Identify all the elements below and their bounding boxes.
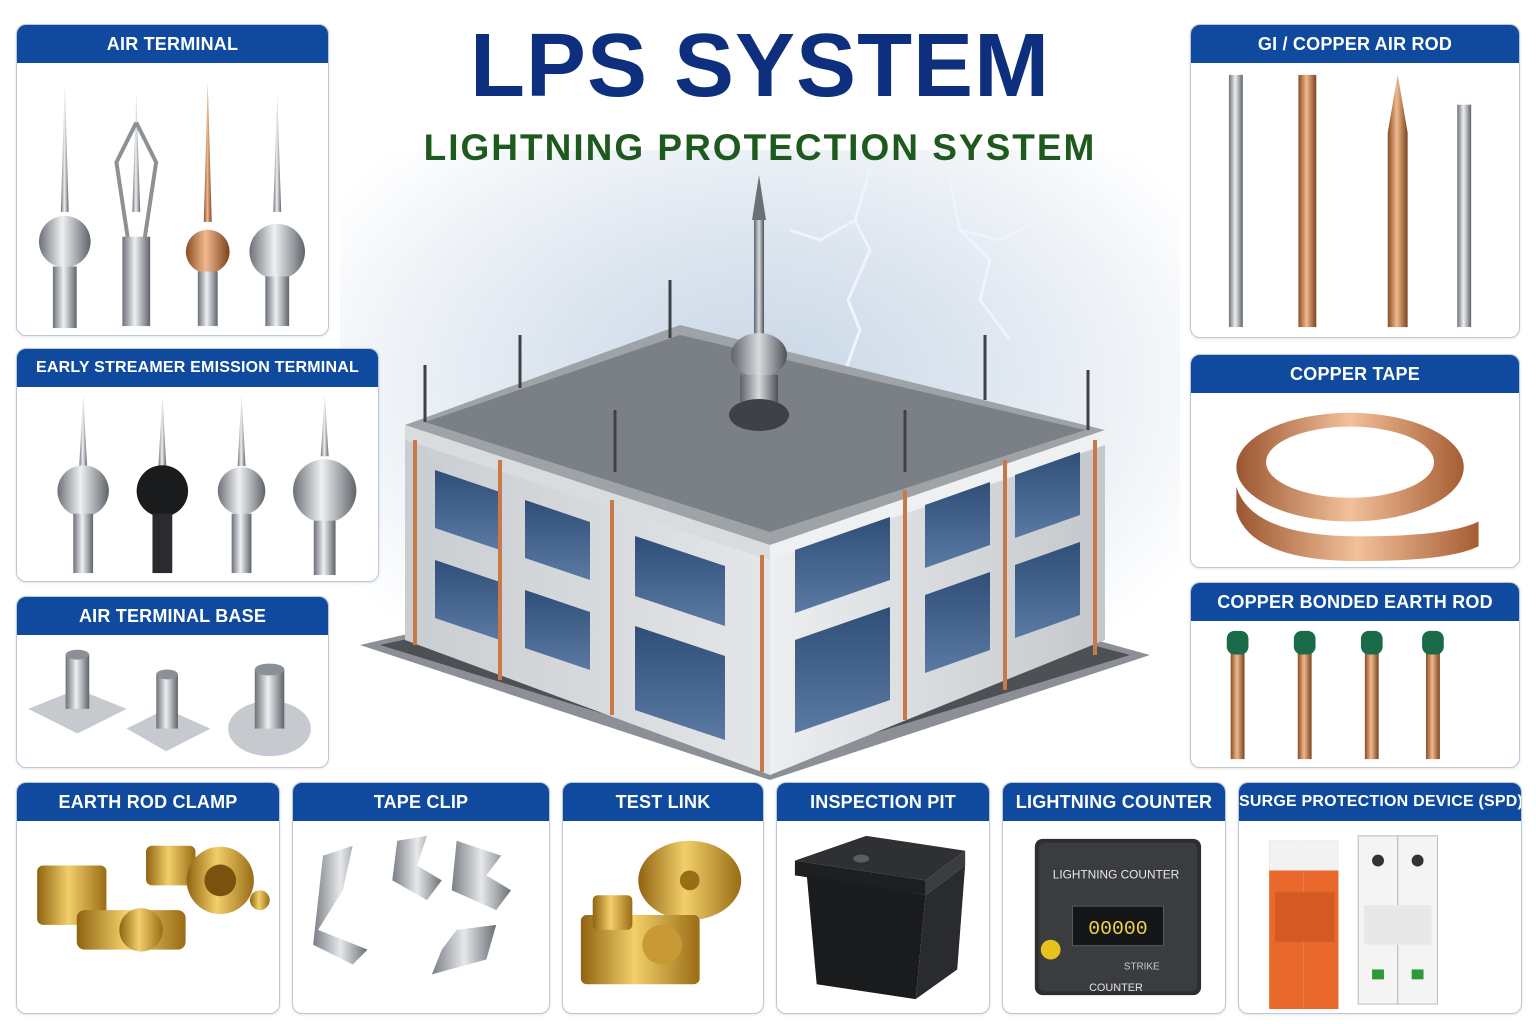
air-terminal-image <box>17 63 328 335</box>
panel-gi-copper-air-rod: GI / COPPER AIR ROD <box>1190 24 1520 338</box>
panel-air-terminal-base: AIR TERMINAL BASE <box>16 596 329 768</box>
panel-earth-rod-clamp: EARTH ROD CLAMP <box>16 782 280 1014</box>
panel-title: EARLY STREAMER EMISSION TERMINAL <box>17 349 378 387</box>
earth-rod-image <box>1191 621 1519 767</box>
spd-image <box>1239 821 1521 1013</box>
panel-title: EARTH ROD CLAMP <box>17 783 279 821</box>
air-terminal-base-image <box>17 635 328 767</box>
earth-rod-clamp-image <box>17 821 279 1013</box>
page-title: LPS SYSTEM <box>469 16 1051 116</box>
panel-title: COPPER BONDED EARTH ROD <box>1191 583 1519 621</box>
panel-title: LIGHTNING COUNTER <box>1003 783 1225 821</box>
panel-test-link: TEST LINK <box>562 782 764 1014</box>
panel-title: INSPECTION PIT <box>777 783 989 821</box>
test-link-image <box>563 821 763 1013</box>
building-illustration <box>350 160 1170 790</box>
panel-title: AIR TERMINAL <box>17 25 328 63</box>
panel-title: TAPE CLIP <box>293 783 549 821</box>
counter-device-label: LIGHTNING COUNTER <box>1053 867 1180 881</box>
panel-lightning-counter: LIGHTNING COUNTER LIGHTNING COUNTER 0000… <box>1002 782 1226 1014</box>
panel-ese-terminal: EARLY STREAMER EMISSION TERMINAL <box>16 348 379 582</box>
page-subtitle: LIGHTNING PROTECTION SYSTEM <box>423 127 1097 168</box>
air-rod-image <box>1191 63 1519 337</box>
copper-tape-image <box>1191 393 1519 567</box>
panel-air-terminal: AIR TERMINAL <box>16 24 329 336</box>
lightning-counter-image: LIGHTNING COUNTER 00000 STRIKE COUNTER <box>1003 821 1225 1013</box>
panel-title: SURGE PROTECTION DEVICE (SPD) <box>1239 783 1521 821</box>
panel-inspection-pit: INSPECTION PIT <box>776 782 990 1014</box>
panel-title: AIR TERMINAL BASE <box>17 597 328 635</box>
panel-title: TEST LINK <box>563 783 763 821</box>
lightning-bolt-icon <box>789 169 1041 381</box>
inspection-pit-image <box>777 821 989 1013</box>
counter-device-counter: COUNTER <box>1089 982 1143 994</box>
panel-title: GI / COPPER AIR ROD <box>1191 25 1519 63</box>
panel-tape-clip: TAPE CLIP <box>292 782 550 1014</box>
tape-clip-image <box>293 821 549 1013</box>
panel-copper-bonded-earth-rod: COPPER BONDED EARTH ROD <box>1190 582 1520 768</box>
panel-copper-tape: COPPER TAPE <box>1190 354 1520 568</box>
panel-spd: SURGE PROTECTION DEVICE (SPD) <box>1238 782 1522 1014</box>
ese-terminal-image <box>17 387 378 581</box>
counter-device-display: 00000 <box>1088 918 1147 940</box>
panel-title: COPPER TAPE <box>1191 355 1519 393</box>
counter-device-strike: STRIKE <box>1124 961 1160 972</box>
